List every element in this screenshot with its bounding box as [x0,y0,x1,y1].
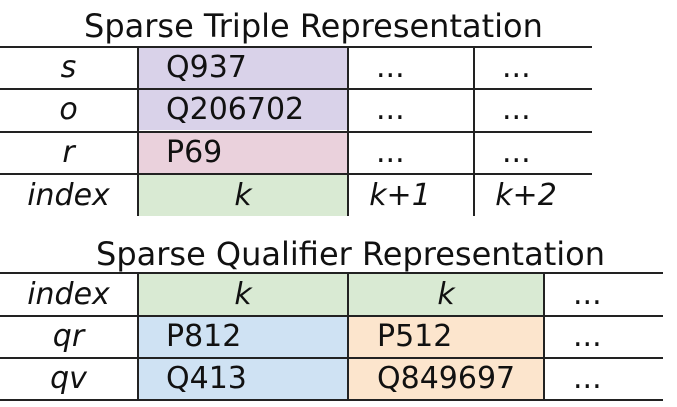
row-label-o: o [59,92,78,127]
triple-col-rule [347,46,349,216]
qualifier-bottom-rule [0,399,663,401]
qrow-label-qr: qr [52,319,85,354]
triple-row-rule [0,173,592,175]
qualifier-row-rule [0,357,663,359]
qualifier-col-rule [543,272,545,401]
triple-col-rule [473,46,475,216]
cell-index-3: k+2 [495,177,557,213]
cell-index-1: k [138,175,348,216]
triple-row-rule [0,88,592,90]
row-label-r: r [62,135,75,170]
triple-row-rule [0,131,592,133]
qcell-index-3: ... [573,276,602,312]
cell-s-3: ... [502,49,531,85]
cell-o-2: ... [376,92,405,127]
cell-o-1: Q206702 [138,90,348,130]
qrow-label-qv: qv [50,361,87,396]
qcell-index-2: k [349,274,543,315]
cell-index-2: k+1 [369,177,431,213]
cell-s-1: Q937 [138,47,348,88]
qualifier-col-rule [347,272,349,401]
cell-r-1: P69 [138,133,348,173]
qcell-qv-3: ... [573,361,602,396]
cell-s-2: ... [376,49,405,85]
qualifier-table-title: Sparse Qualifier Representation [96,235,605,273]
cell-r-3: ... [502,135,531,170]
qcell-qr-2: P512 [349,317,543,357]
qualifier-row-rule [0,315,663,317]
qcell-qv-1: Q413 [138,359,348,399]
triple-top-rule [0,46,592,48]
row-label-s: s [60,49,77,85]
qcell-qr-1: P812 [138,317,348,357]
qcell-qv-2: Q849697 [349,359,543,399]
qcell-index-1: k [138,274,348,315]
cell-r-2: ... [376,135,405,170]
triple-col-rule [137,46,139,216]
qcell-qr-3: ... [573,319,602,354]
qrow-label-index: index [27,276,110,312]
qualifier-top-rule [0,272,663,274]
cell-o-3: ... [502,92,531,127]
qualifier-col-rule [137,272,139,401]
triple-table-title: Sparse Triple Representation [84,7,543,45]
row-label-index: index [27,177,110,213]
